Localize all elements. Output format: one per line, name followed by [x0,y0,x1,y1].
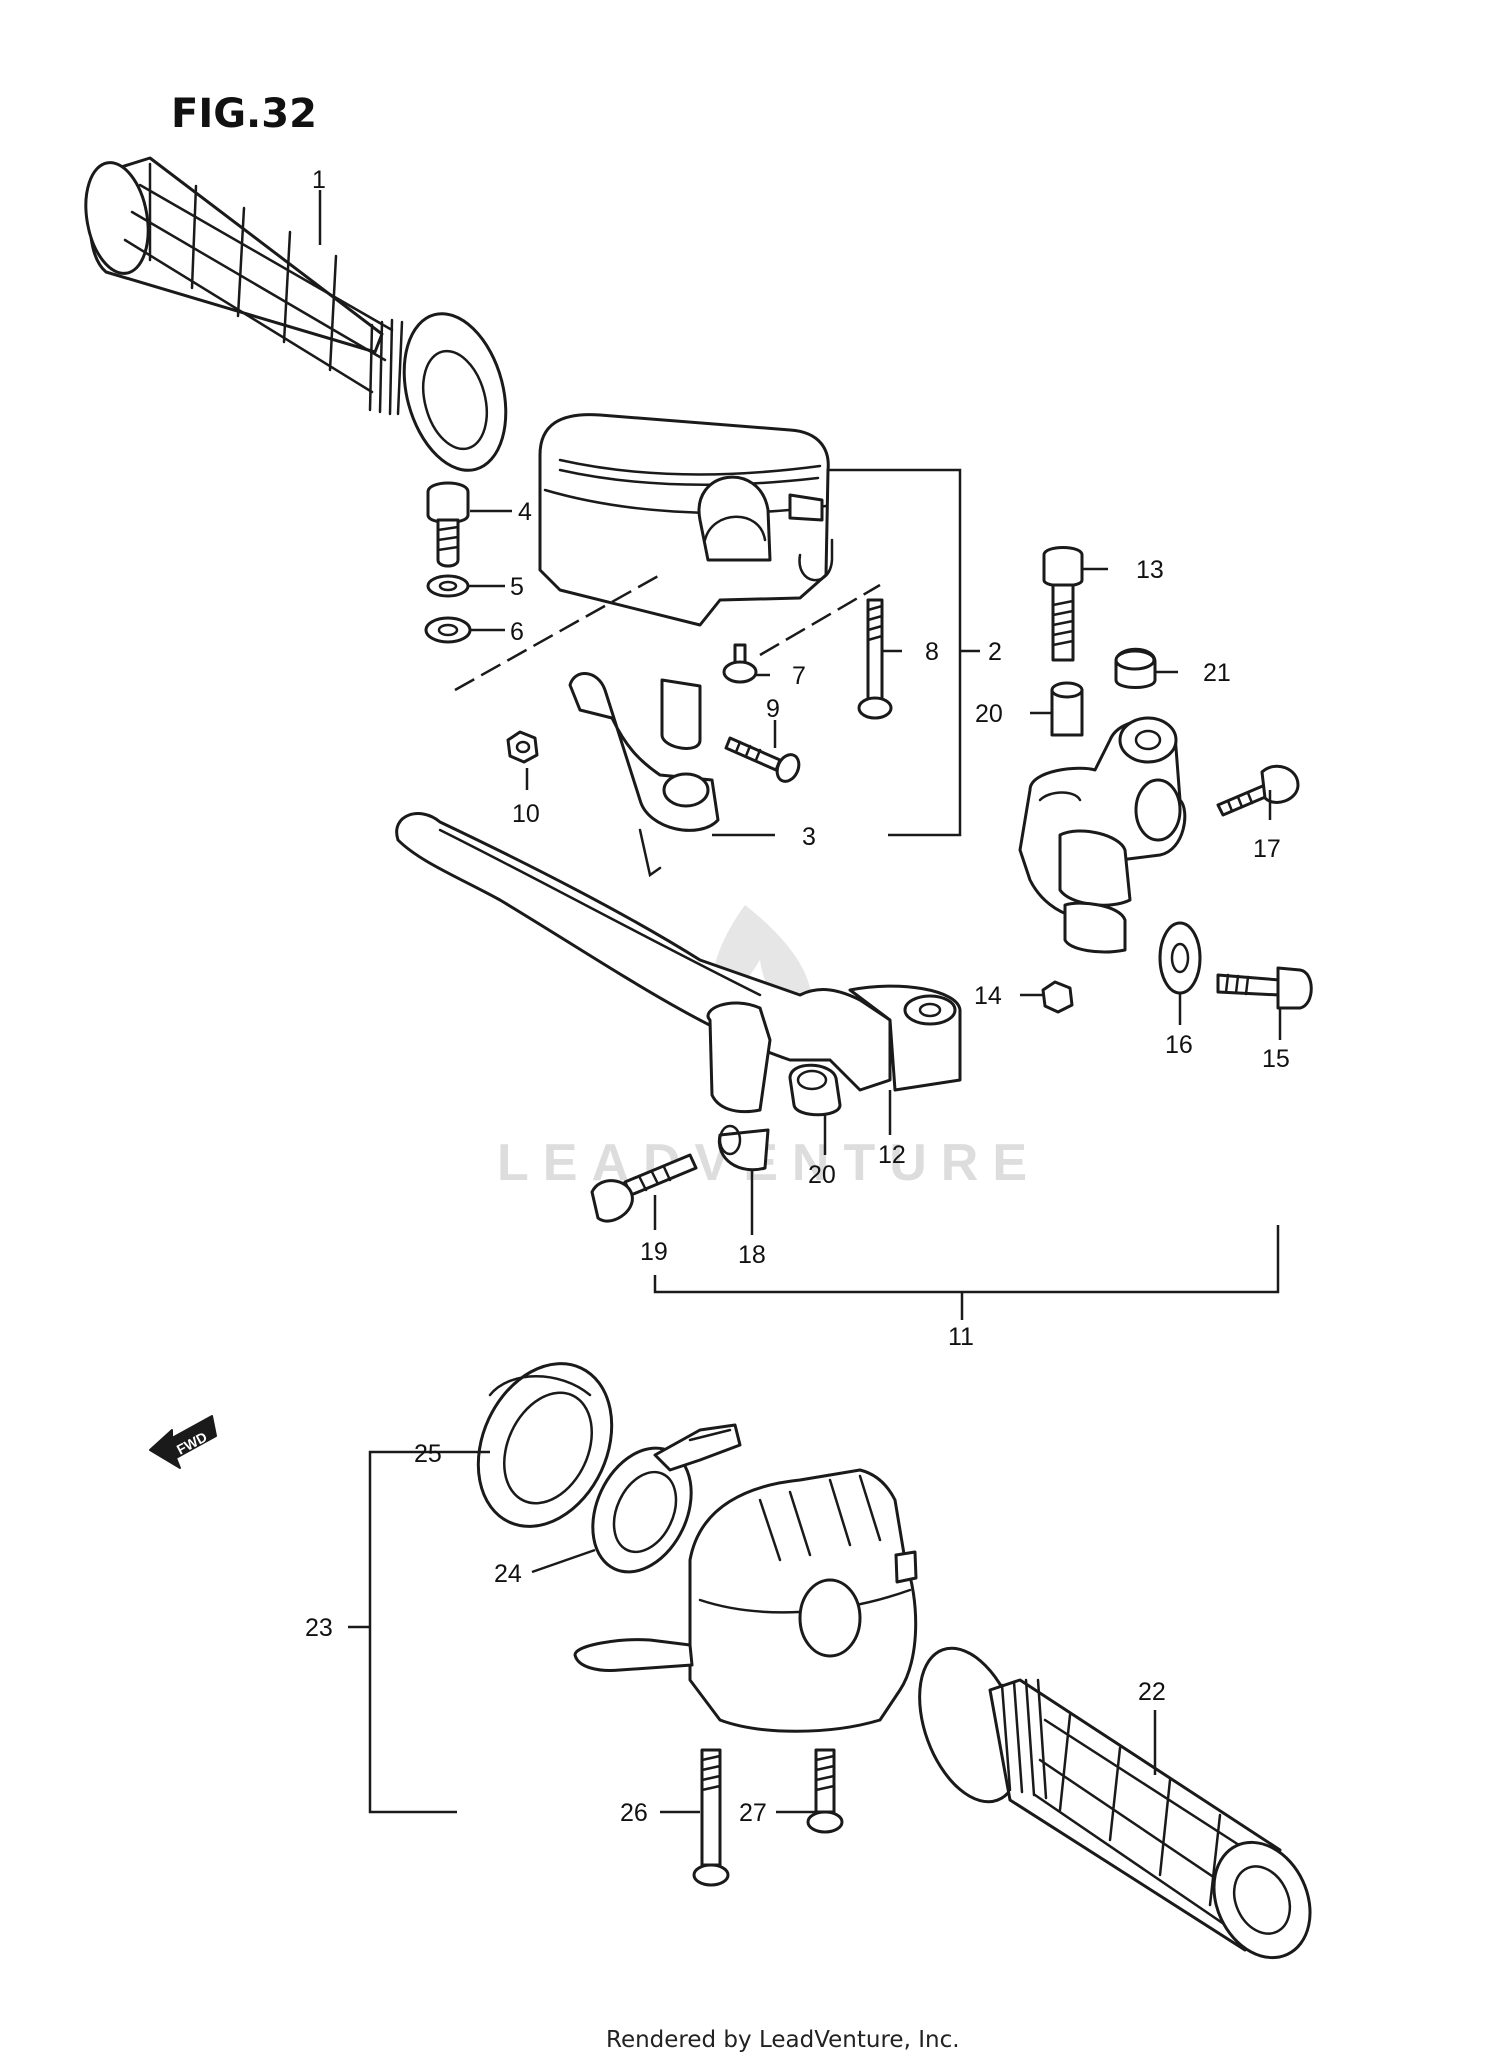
knurled-nut-part-16[interactable] [1158,921,1202,995]
callout-5: 5 [510,573,524,601]
collar-part-20-lower[interactable] [788,1063,842,1117]
figure-title: FIG.32 [171,91,317,137]
clamp-part-18[interactable] [706,1001,772,1172]
callout-15: 15 [1262,1045,1290,1073]
screw-part-26[interactable] [692,1748,730,1887]
callout-27: 27 [739,1799,767,1827]
callout-2: 2 [988,638,1002,666]
screw-part-9[interactable] [724,736,803,785]
callout-13: 13 [1136,556,1164,584]
callout-23: 23 [305,1614,333,1642]
callout-8: 8 [925,638,939,666]
callout-24: 24 [494,1560,522,1588]
cap-part-21[interactable] [1114,647,1157,689]
bolt-part-4[interactable] [426,481,470,568]
long-bolt-part-8[interactable] [857,598,893,720]
brake-lever-part-12[interactable] [395,812,962,1092]
collar-part-20-upper[interactable] [1050,681,1084,737]
callout-9: 9 [766,695,780,723]
bolt-part-19[interactable] [590,1153,698,1223]
callout-1: 1 [312,166,326,194]
throttle-pulley-part-24[interactable] [574,1423,742,1588]
callout-20-upper: 20 [975,700,1003,728]
callout-11: 11 [948,1323,974,1351]
callout-labels: 1 2 3 4 5 6 7 8 9 10 11 12 13 14 15 16 1… [305,166,1290,1827]
screw-part-15[interactable] [1216,966,1313,1010]
footer-credit: Rendered by LeadVenture, Inc. [606,2027,960,2053]
watermark-text: LEADVENTURE [497,1134,1041,1192]
leader-lines [318,190,1282,1814]
nut-part-10[interactable] [506,730,539,764]
callout-3: 3 [802,823,816,851]
callout-25: 25 [414,1440,442,1468]
screw-part-17[interactable] [1216,764,1300,817]
washer-part-6[interactable] [424,616,472,644]
fwd-arrow-icon: FWD [149,1415,217,1469]
right-grip-part-22[interactable] [900,1634,1328,1973]
callout-19: 19 [640,1238,668,1266]
callout-10: 10 [512,800,540,828]
bolt-part-13[interactable] [1042,546,1084,662]
screw-part-7[interactable] [722,643,758,684]
callout-22: 22 [1138,1678,1166,1706]
callout-6: 6 [510,618,524,646]
callout-4: 4 [518,498,532,526]
callout-12: 12 [878,1141,906,1169]
screw-part-27[interactable] [806,1748,844,1834]
washer-part-5[interactable] [426,574,470,598]
callout-14: 14 [974,982,1002,1010]
switch-housing-part-23[interactable] [573,1468,918,1733]
nut-part-14[interactable] [1041,980,1074,1014]
callout-17: 17 [1253,835,1281,863]
throttle-flange-part-25[interactable] [453,1342,637,1548]
callout-7: 7 [792,662,806,690]
callout-26: 26 [620,1799,648,1827]
mirror-holder-body[interactable] [1018,716,1187,954]
assembly-brackets [348,468,1280,1814]
lever-holder-part-2[interactable] [538,413,834,750]
callout-21: 21 [1203,659,1231,687]
bracket-part-3[interactable] [568,672,720,878]
left-grip-part-1[interactable] [78,156,522,482]
callout-16: 16 [1165,1031,1193,1059]
callout-20-lower: 20 [808,1161,836,1189]
callout-18: 18 [738,1241,766,1269]
